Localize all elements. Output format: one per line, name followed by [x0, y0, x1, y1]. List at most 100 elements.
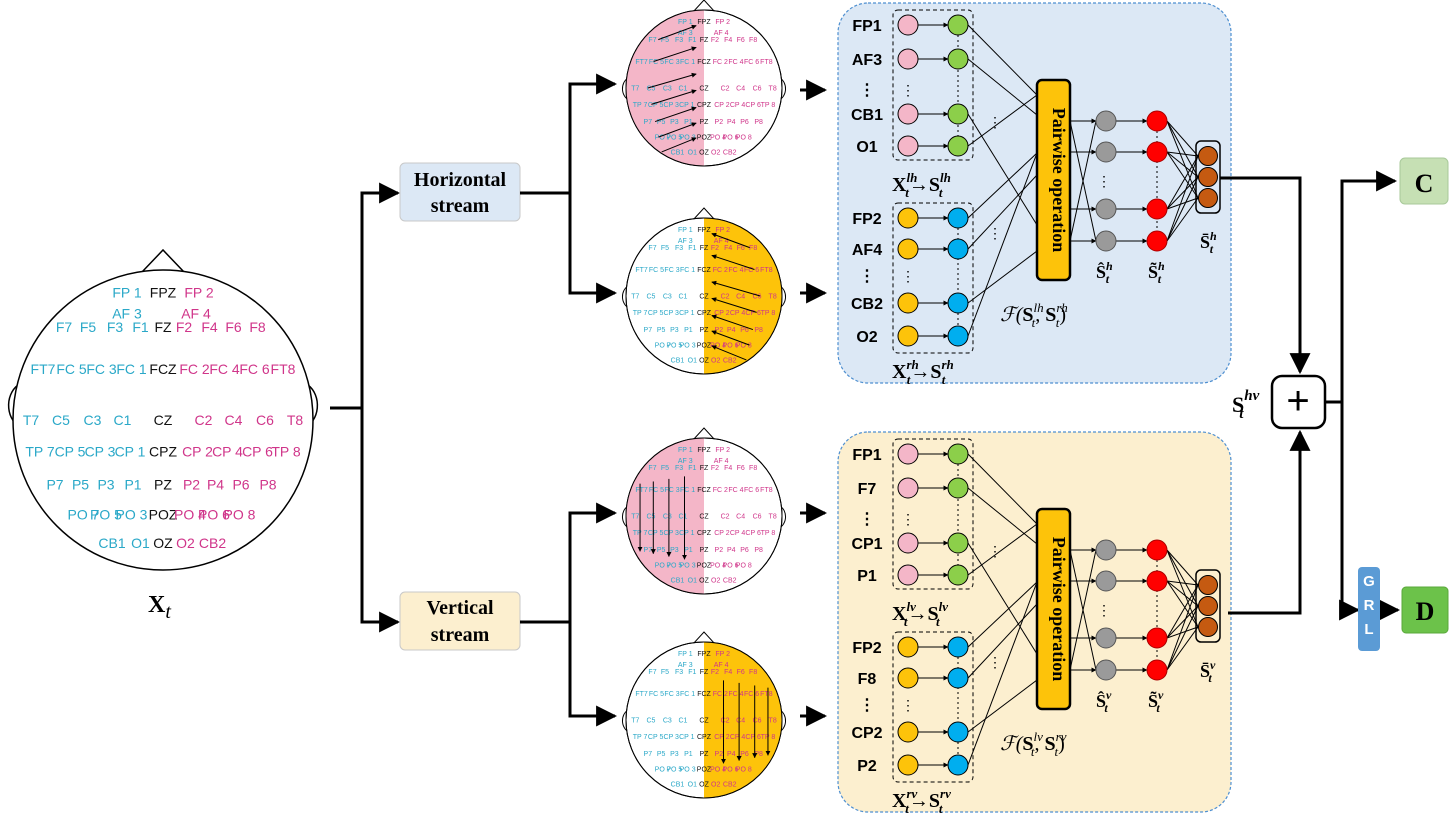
electrode-label: P1 — [684, 119, 693, 126]
electrode-label: P8 — [754, 119, 763, 126]
electrode-label: TP 8 — [761, 102, 776, 109]
tilde-node — [1146, 539, 1168, 561]
electrode-label: P8 — [754, 547, 763, 554]
electrode-label: C1 — [114, 412, 132, 428]
discriminator-box: D — [1401, 586, 1449, 634]
electrode-label: CZ — [699, 85, 709, 92]
electrode-label: C2 — [721, 293, 730, 300]
electrode-label: TP 7 — [633, 734, 648, 741]
electrode-label: C3 — [663, 717, 672, 724]
electrode-label: CZ — [699, 717, 709, 724]
electrode-label: FP 1 — [678, 447, 693, 454]
electrode-label: PZ — [700, 119, 710, 126]
electrode-label: C5 — [646, 717, 655, 724]
electrode-label: FC 1 — [680, 487, 695, 494]
electrode-label: CZ — [699, 293, 709, 300]
electrode-label: F2 — [711, 37, 719, 44]
hat-node — [1095, 627, 1117, 649]
input-node — [897, 721, 919, 743]
electrode-label: C6 — [753, 85, 762, 92]
electrode-label: C1 — [678, 717, 687, 724]
electrode-label: FT8 — [760, 59, 773, 66]
electrode-label: P7 — [644, 547, 653, 554]
electrode-label: AF 3 — [678, 458, 693, 465]
bar-node — [1198, 617, 1218, 637]
electrode-label: P4 — [727, 751, 736, 758]
electrode-label: T7 — [23, 412, 40, 428]
electrode-label: T8 — [769, 85, 777, 92]
electrode-label: C5 — [52, 412, 70, 428]
electrode-label: FT7 — [635, 267, 648, 274]
electrode-label: FPZ — [697, 19, 711, 26]
electrode-label: PO 4 — [710, 767, 726, 774]
horizontal-panel — [837, 2, 1232, 384]
electrode-label: FCZ — [697, 487, 711, 494]
ellipsis: ⋮ — [1097, 173, 1111, 189]
electrode-label: PO 6 — [723, 563, 739, 570]
electrode-label: FC 5 — [649, 487, 664, 494]
electrode-label: FC 2 — [713, 59, 728, 66]
electrode-label: POZ — [697, 767, 712, 774]
electrode-label: T8 — [769, 293, 777, 300]
electrode-label: P8 — [259, 476, 276, 492]
electrode-label: F5 — [661, 245, 669, 252]
electrode-label: O2 — [711, 149, 720, 156]
electrode-label: POZ — [697, 343, 712, 350]
electrode-label: FP 2 — [715, 19, 730, 26]
electrode-label: OZ — [699, 577, 709, 584]
electrode-label: P3 — [670, 327, 679, 334]
hat-node — [1095, 659, 1117, 681]
electrode-label: CP 4 — [730, 310, 746, 317]
electrode-label: CB1 — [671, 357, 685, 364]
bar-node — [1198, 167, 1218, 187]
input-node — [897, 48, 919, 70]
electrode-label: F8 — [749, 245, 757, 252]
electrode-label: T7 — [631, 293, 639, 300]
electrode-label: P1 — [684, 547, 693, 554]
electrode-label: FC 4 — [728, 487, 743, 494]
electrode-label: F3 — [675, 465, 683, 472]
electrode-label: TP 7 — [633, 102, 648, 109]
electrode-label: P5 — [657, 119, 666, 126]
svg-text:⋮: ⋮ — [901, 697, 915, 713]
node-label: FP2 — [852, 640, 881, 657]
electrode-label: FC 4 — [728, 59, 743, 66]
electrode-label: C4 — [736, 85, 745, 92]
electrode-label: F7 — [648, 245, 656, 252]
electrode-label: FPZ — [697, 227, 711, 234]
electrode-label: PO 3 — [680, 767, 696, 774]
electrode-label: PO 3 — [116, 506, 148, 522]
electrode-label: C1 — [678, 85, 687, 92]
electrode-label: F4 — [724, 245, 732, 252]
electrode-label: P8 — [754, 327, 763, 334]
electrode-label: P5 — [657, 547, 666, 554]
electrode-label: CP 5 — [55, 443, 86, 459]
electrode-label: CPZ — [697, 530, 712, 537]
vertical-panel — [837, 431, 1232, 813]
node-label: CB1 — [851, 107, 883, 124]
electrode-label: CP 2 — [714, 102, 730, 109]
electrode-label: FC 3 — [664, 59, 679, 66]
electrode-label: PO 7 — [655, 135, 671, 142]
electrode-label: CB1 — [98, 535, 125, 551]
electrode-label: FC 4 — [728, 691, 743, 698]
electrode-label: PO 8 — [736, 343, 752, 350]
electrode-label: CP 5 — [648, 734, 664, 741]
graph-node — [947, 238, 969, 260]
electrode-label: FC 4 — [728, 267, 743, 274]
pairwise-label: Pairwise operation — [1049, 537, 1069, 681]
electrode-label: O1 — [688, 577, 697, 584]
electrode-label: FT8 — [760, 691, 773, 698]
electrode-label: F4 — [201, 319, 218, 335]
electrode-label: C1 — [678, 513, 687, 520]
electrode-label: PO 6 — [723, 767, 739, 774]
input-node — [897, 14, 919, 36]
electrode-label: F6 — [737, 465, 745, 472]
electrode-label: P6 — [740, 751, 749, 758]
electrode-label: P3 — [97, 476, 114, 492]
pair-lines — [637, 476, 687, 560]
electrode-label: POZ — [149, 506, 178, 522]
